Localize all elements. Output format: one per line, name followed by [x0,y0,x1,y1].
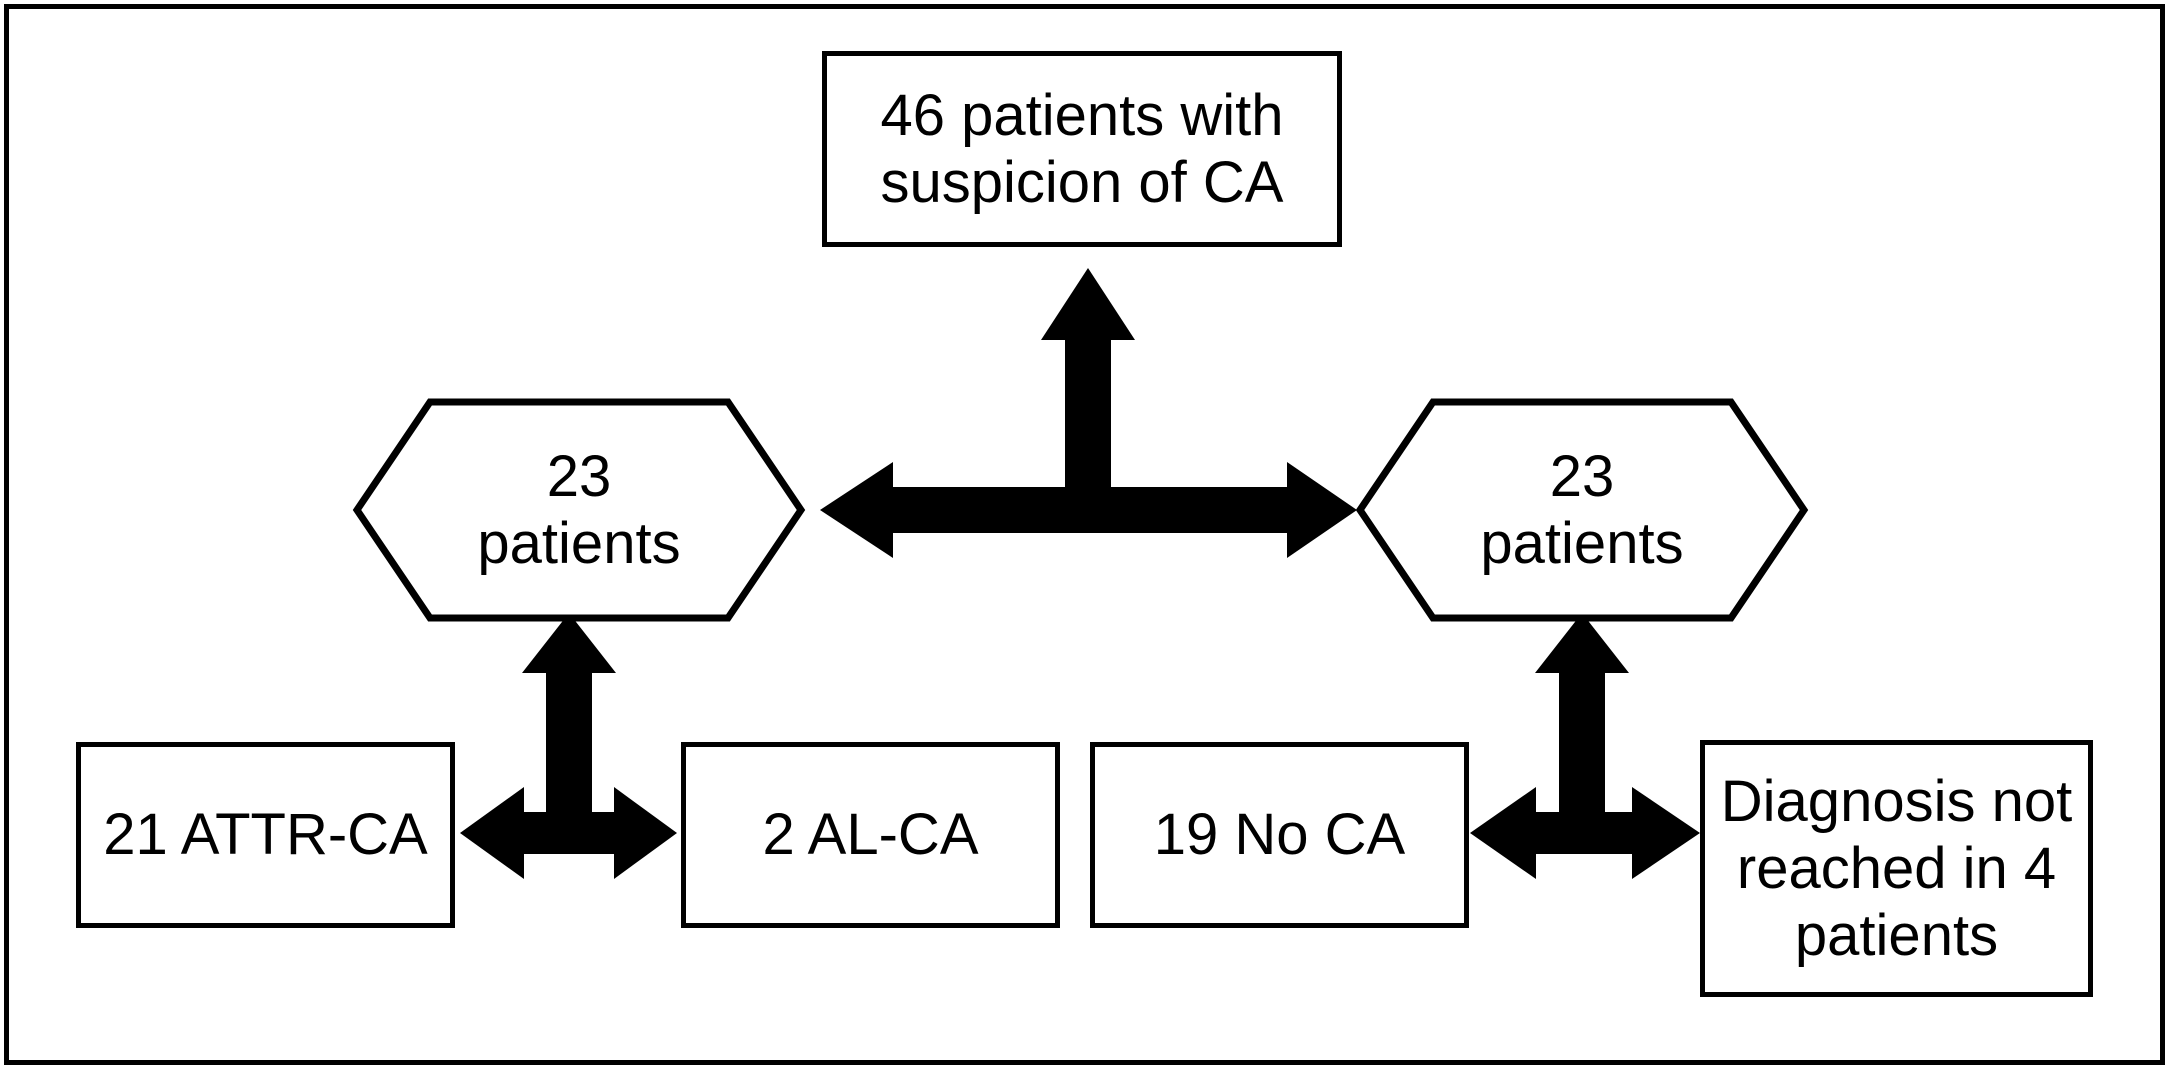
node-al-ca[interactable]: 2 AL-CA [681,742,1060,928]
node-attr-ca[interactable]: 21 ATTR-CA [76,742,455,928]
figure-frame [4,4,2165,1065]
node-suspicion-of-ca[interactable]: 46 patients with suspicion of CA [822,51,1342,247]
node-label-hex-left: 23 patients [477,443,681,576]
node-label-no-ca: 19 No CA [1153,802,1406,868]
node-label-top: 46 patients with suspicion of CA [880,82,1284,215]
node-label-al-ca: 2 AL-CA [762,802,979,868]
node-label-hex-right: 23 patients [1480,443,1684,576]
hexagon-shape-left [352,398,806,622]
node-label-attr-ca: 21 ATTR-CA [103,802,428,868]
node-no-ca[interactable]: 19 No CA [1090,742,1469,928]
node-label-diagnosis-not-reached: Diagnosis not reached in 4 patients [1720,768,2073,969]
node-diagnosis-not-reached[interactable]: Diagnosis not reached in 4 patients [1700,740,2093,997]
hexagon-shape-right [1355,398,1809,622]
node-hex-left-23-patients[interactable]: 23 patients [352,396,806,624]
node-hex-right-23-patients[interactable]: 23 patients [1355,396,1809,624]
